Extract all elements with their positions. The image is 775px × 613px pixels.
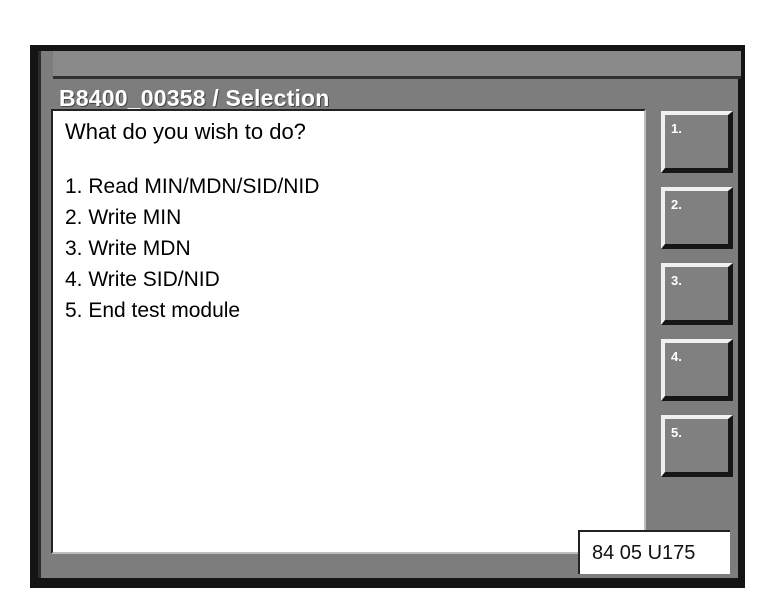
main-panel: B8400_00358 / Selection What do you wish… [38, 51, 741, 578]
option-3: 3. Write MDN [65, 237, 191, 260]
select-button-3[interactable]: 3. [661, 263, 733, 325]
select-button-1[interactable]: 1. [661, 111, 733, 173]
screen-frame: B8400_00358 / Selection What do you wish… [30, 45, 745, 588]
window-title: B8400_00358 / Selection [59, 85, 330, 111]
select-button-4[interactable]: 4. [661, 339, 733, 401]
select-button-5[interactable]: 5. [661, 415, 733, 477]
top-bar [53, 51, 741, 79]
figure-code: 84 05 U175 [578, 530, 730, 574]
prompt-question: What do you wish to do? [65, 119, 306, 144]
option-2: 2. Write MIN [65, 206, 182, 229]
option-4: 4. Write SID/NID [65, 268, 220, 291]
selection-content: What do you wish to do? 1. Read MIN/MDN/… [51, 109, 646, 554]
option-5: 5. End test module [65, 299, 241, 322]
option-1: 1. Read MIN/MDN/SID/NID [65, 175, 320, 198]
select-button-2[interactable]: 2. [661, 187, 733, 249]
